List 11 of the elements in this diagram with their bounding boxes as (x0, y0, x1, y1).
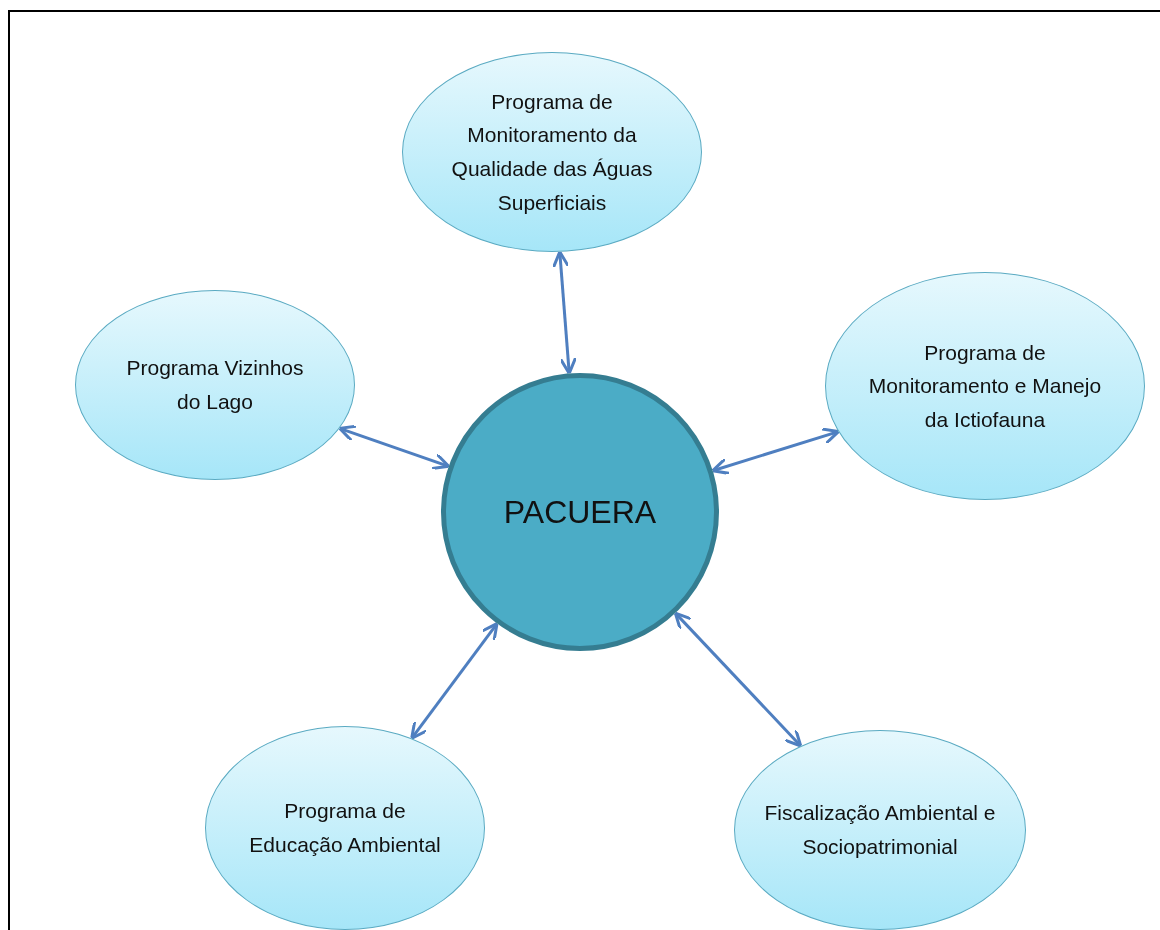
double-arrow (673, 611, 803, 748)
double-arrow (711, 427, 840, 475)
node-label: Programa de Monitoramento e Manejo da Ictiofauna (867, 339, 1103, 433)
node-label: Programa de Monitoramento da Qualidade das Águas Superficiais (450, 88, 654, 216)
double-arrow (410, 622, 499, 740)
node-label: Fiscalização Ambiental e Sociopatrimonial (763, 800, 997, 860)
node-label: Programa Vizinhos do Lago (125, 355, 305, 415)
double-arrow (551, 250, 578, 375)
node-label: PACUERA (502, 492, 658, 532)
node-label: Programa de Educação Ambiental (248, 798, 442, 858)
double-arrow (338, 424, 451, 470)
